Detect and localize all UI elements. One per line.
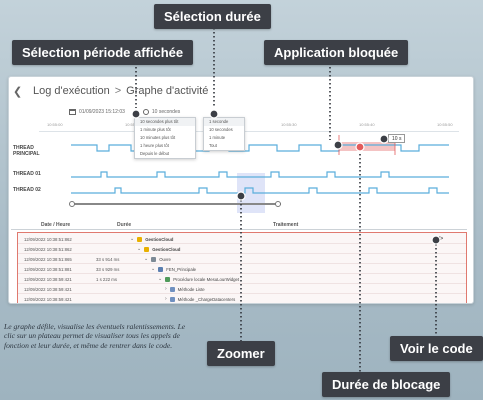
cell-datetime: 12/09/2022 10:38:59:421 xyxy=(24,297,72,302)
menu-item[interactable]: Tout xyxy=(209,143,217,148)
duration-value[interactable]: 10 secondes xyxy=(151,108,181,115)
thread-label: THREAD 02 xyxy=(13,187,41,193)
function-icon xyxy=(137,236,143,242)
breadcrumb-separator: > xyxy=(114,85,122,97)
ruler-tick: 10:55:30 xyxy=(281,122,297,127)
period-date[interactable]: 01/09/2023 15:12:03 xyxy=(79,108,125,115)
table-row[interactable]: 12/09/2022 10:38:59:421 › Méthode _ChargeD… xyxy=(18,295,466,303)
timeline-slider-start-handle[interactable] xyxy=(69,201,75,207)
chevron-down-icon[interactable]: ⌄ xyxy=(144,256,149,262)
table-row[interactable]: 12/09/2022 10:38:51:881 33 s 929 ms ⌄ FEN_P… xyxy=(18,265,466,274)
breadcrumb-root[interactable]: Log d'exécution xyxy=(33,85,110,97)
cell-processing: › Méthode Liste xyxy=(165,286,205,292)
ruler-tick: 10:55:40 xyxy=(359,122,375,127)
cell-processing: › Méthode _ChargeDatacenters xyxy=(165,296,235,302)
table-header: Date / Heure Durée Traitement xyxy=(11,219,467,230)
function-icon xyxy=(151,256,157,262)
timeline-slider-track[interactable] xyxy=(71,203,281,205)
chevron-right-icon[interactable]: › xyxy=(165,296,167,302)
table-row[interactable]: 12/09/2022 10:38:59:421 1 s 222 ms ⌄ Procéd… xyxy=(18,275,466,284)
callout-block-duration: Durée de blocage xyxy=(322,372,451,397)
function-icon xyxy=(165,276,171,282)
thread-label: THREAD 01 xyxy=(13,171,41,177)
cell-duration: 33 s 929 ms xyxy=(96,267,120,272)
callout-app-blocked: Application bloquée xyxy=(264,40,409,65)
duration-badge: 10 s xyxy=(388,134,406,143)
timeline-slider-end-handle[interactable] xyxy=(275,201,281,207)
function-name: GestionCloud xyxy=(145,236,174,242)
function-icon xyxy=(169,296,175,302)
function-icon xyxy=(158,266,164,272)
menu-item[interactable]: 10 minutes plus tôt xyxy=(140,135,176,140)
chevron-down-icon[interactable]: ⌄ xyxy=(137,246,142,252)
cell-duration: 1 s 222 ms xyxy=(96,277,118,282)
ruler-tick: 10:55:10 xyxy=(125,122,141,127)
breadcrumb: ❮ Log d'exécution > Graphe d'activité xyxy=(9,83,208,99)
menu-item[interactable]: 10 secondes plus tôt xyxy=(135,118,195,126)
cell-duration: 33 s 914 ms xyxy=(96,257,120,262)
chevron-down-icon[interactable]: ⌄ xyxy=(151,266,156,272)
chevron-left-icon[interactable]: ❮ xyxy=(13,85,23,98)
function-icon xyxy=(169,286,175,292)
function-name: Méthode _ChargeDatacenters xyxy=(177,296,236,302)
code-icon[interactable]: </> xyxy=(436,236,444,242)
cell-processing: ⌄ Procédure locale MesuLourWidget xyxy=(158,276,239,282)
menu-item[interactable]: 1 minute plus tôt xyxy=(140,127,171,132)
cell-datetime: 12/09/2022 10:38:59:421 xyxy=(24,287,72,292)
cell-processing: ⌄ GestionCloud xyxy=(137,246,180,252)
function-name: FEN_Principale xyxy=(166,266,197,272)
thread-activity-line[interactable] xyxy=(71,187,449,194)
menu-item[interactable]: Depuis le début xyxy=(140,151,170,156)
table-row[interactable]: 12/09/2022 10:38:59:421 › Méthode Liste xyxy=(18,285,466,294)
ruler-tick: 10:55:00 xyxy=(47,122,63,127)
callout-duration-select: Sélection durée xyxy=(154,4,271,29)
menu-item[interactable]: 1 heure plus tôt xyxy=(140,143,169,148)
chevron-right-icon[interactable]: › xyxy=(165,286,167,292)
column-processing[interactable]: Traitement xyxy=(273,222,299,228)
function-name: Ouvre xyxy=(159,256,171,262)
activity-graph-window: ❮ Log d'exécution > Graphe d'activité 01… xyxy=(8,76,474,304)
blocked-region[interactable] xyxy=(339,142,395,151)
table-row[interactable]: 12/09/2022 10:38:51:862 ⌄ GestionCloud xyxy=(18,245,466,254)
table-body: 12/09/2022 10:38:51:862⌄GestionCloud</>1… xyxy=(17,232,467,303)
column-duration[interactable]: Durée xyxy=(117,222,132,228)
cell-processing: ⌄ Ouvre xyxy=(144,256,171,262)
cell-datetime: 12/09/2022 10:38:59:421 xyxy=(24,277,72,282)
function-name: Procédure locale MesuLourWidget xyxy=(173,276,240,282)
page-title: Graphe d'activité xyxy=(126,85,209,97)
ruler-tick: 10:55:50 xyxy=(437,122,453,127)
function-name: GestionCloud xyxy=(152,246,181,252)
thread-activity-line[interactable] xyxy=(71,171,449,178)
menu-item[interactable]: 1 seconde xyxy=(204,118,244,126)
callout-period-select: Sélection période affichée xyxy=(12,40,194,65)
cell-datetime: 12/09/2022 10:38:51:865 xyxy=(24,257,72,262)
function-name: Méthode Liste xyxy=(177,286,205,292)
cell-datetime: 12/09/2022 10:38:51:881 xyxy=(24,267,72,272)
chevron-down-icon[interactable]: ⌄ xyxy=(130,236,135,242)
function-icon xyxy=(144,246,150,252)
chevron-down-icon[interactable]: ⌄ xyxy=(158,276,163,282)
menu-item[interactable]: 1 minute xyxy=(209,135,226,140)
caption: Le graphe défile, visualise les éventuel… xyxy=(4,322,186,350)
call-table: Date / Heure Durée Traitement 12/09/2022… xyxy=(11,219,467,303)
callout-view-code: Voir le code xyxy=(390,336,483,361)
calendar-icon[interactable] xyxy=(69,108,76,115)
cell-processing: ⌄ FEN_Principale xyxy=(151,266,196,272)
column-datetime[interactable]: Date / Heure xyxy=(41,222,71,228)
callout-zoom: Zoomer xyxy=(207,341,275,366)
graph-toolbar: 01/09/2023 15:12:03 10 secondes xyxy=(69,106,186,117)
table-row[interactable]: 12/09/2022 10:38:51:865 33 s 914 ms ⌄ Ouvre xyxy=(18,255,466,264)
cell-processing: ⌄ GestionCloud xyxy=(130,236,173,242)
thread-label: THREAD PRINCIPAL xyxy=(13,145,40,157)
menu-item[interactable]: 10 secondes xyxy=(209,127,233,132)
clock-icon[interactable] xyxy=(142,108,149,115)
cell-datetime: 12/09/2022 10:38:51:862 xyxy=(24,247,72,252)
cell-datetime: 12/09/2022 10:38:51:862 xyxy=(24,237,72,242)
table-row[interactable]: 12/09/2022 10:38:51:862 ⌄ GestionCloud </> xyxy=(18,235,466,244)
